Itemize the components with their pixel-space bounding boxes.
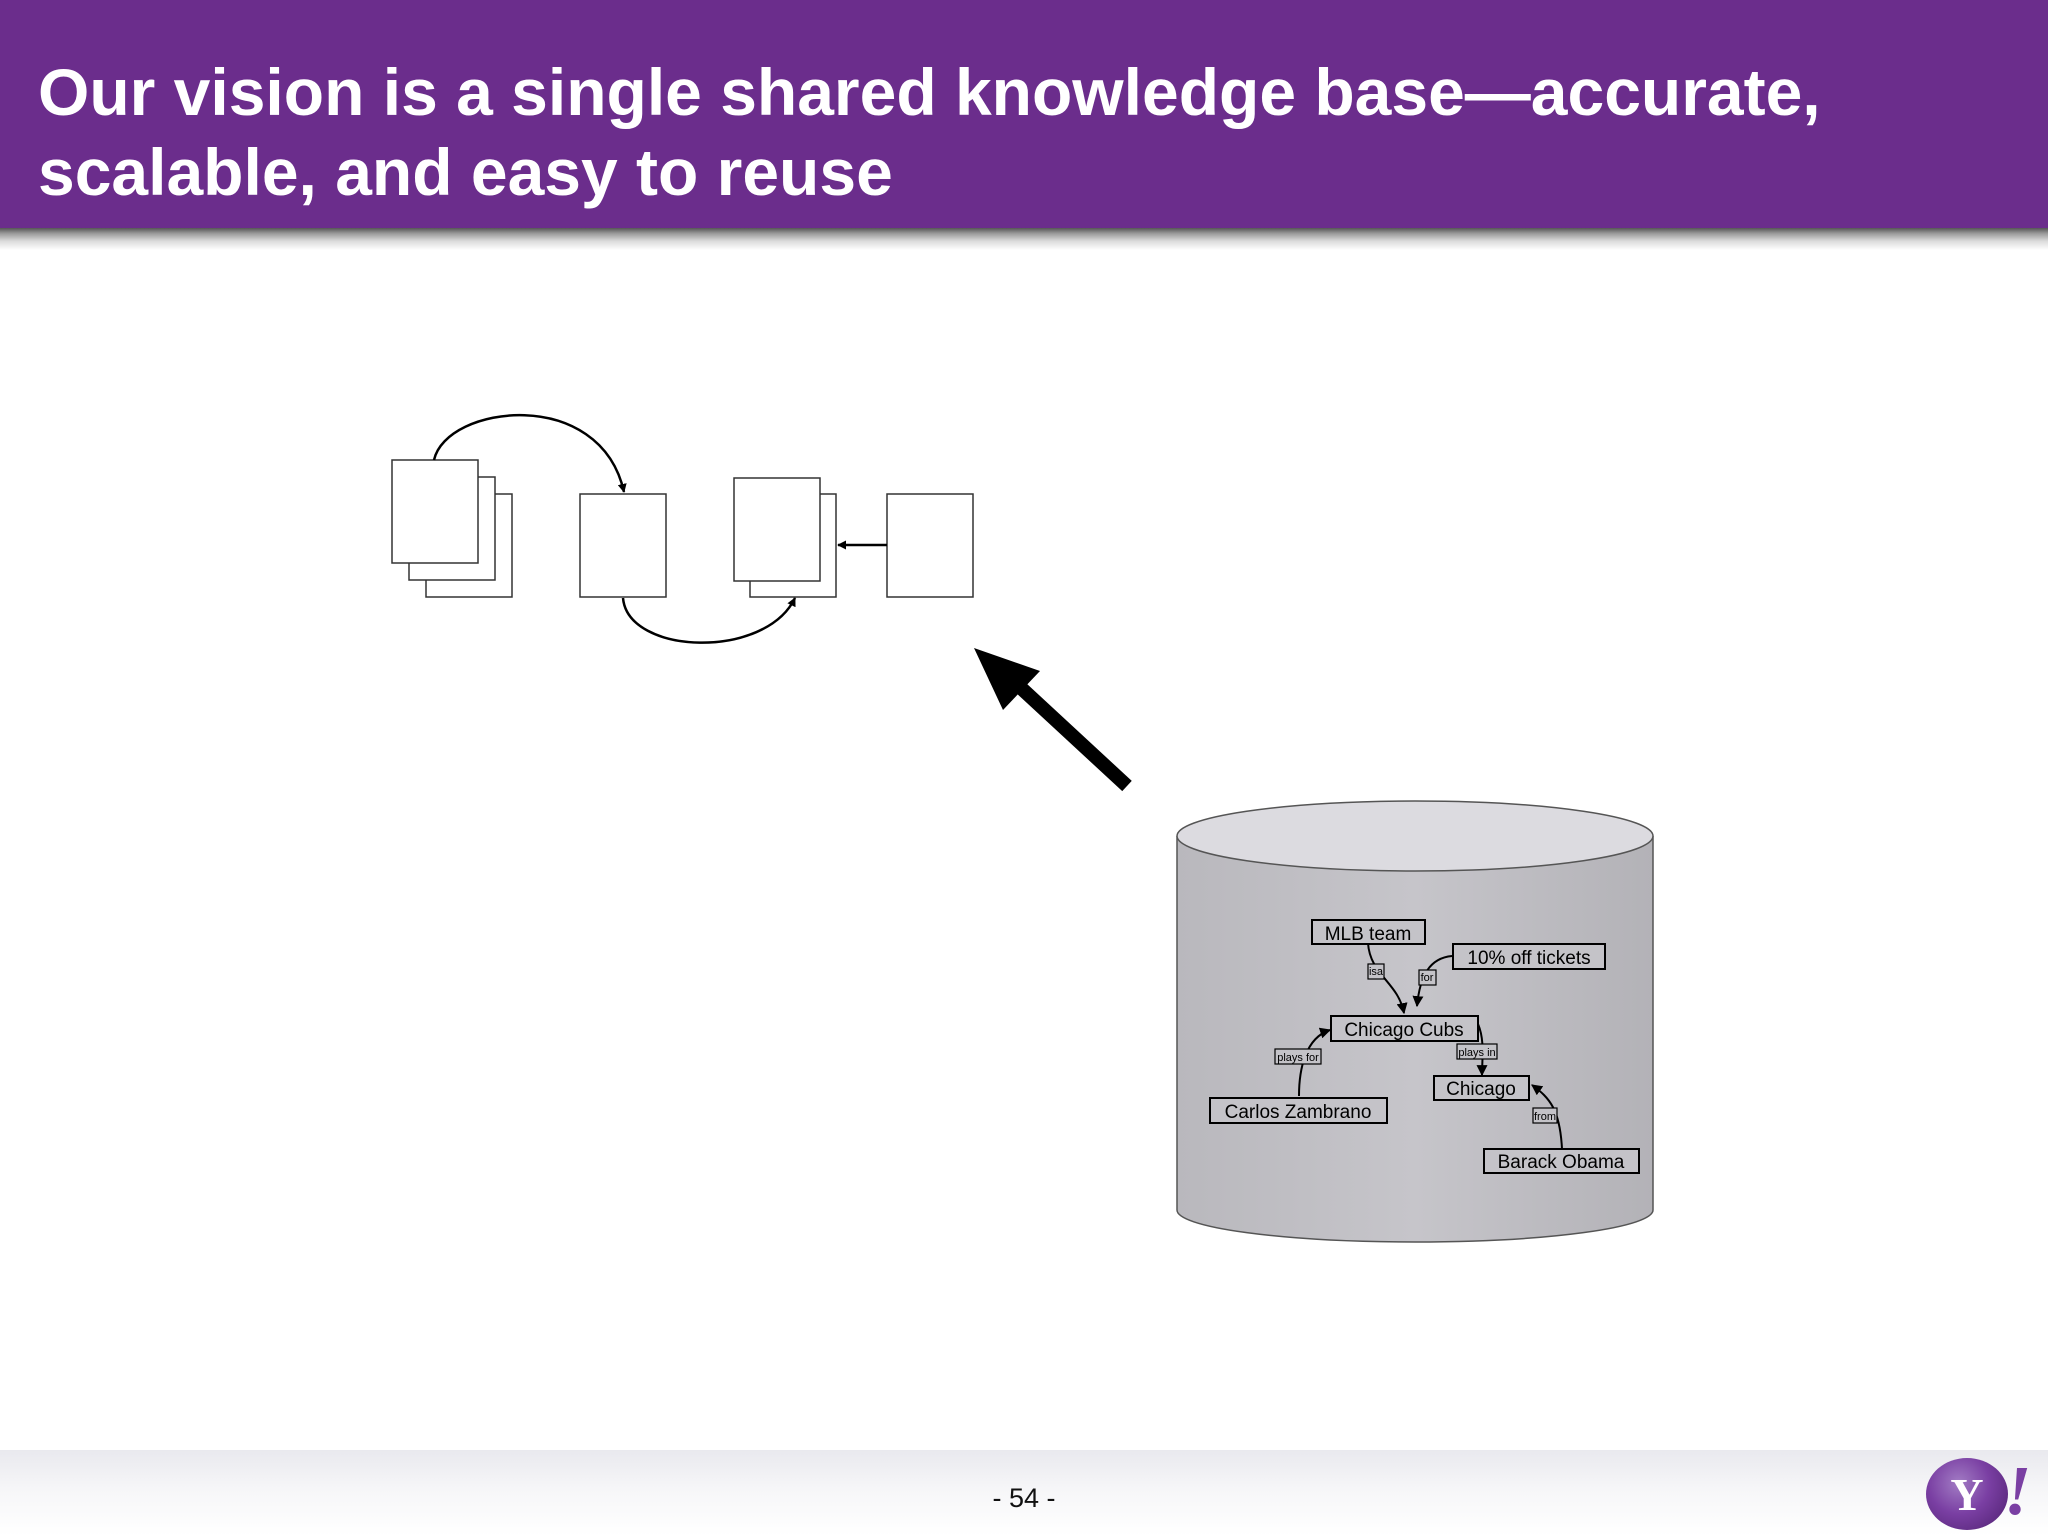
edge-label-plays-in-text: plays in xyxy=(1458,1047,1495,1059)
footer-bar xyxy=(0,1450,2048,1536)
document-single xyxy=(579,493,667,598)
document-target xyxy=(886,493,974,598)
document-page xyxy=(733,477,821,582)
big-arrow xyxy=(974,648,1132,792)
edge-label-for-text: for xyxy=(1421,972,1434,984)
big-arrow-shaft xyxy=(1002,669,1132,792)
node-label: Barack Obama xyxy=(1498,1152,1625,1173)
big-arrow-head xyxy=(974,648,1040,710)
node-label: MLB team xyxy=(1325,924,1412,945)
document-page xyxy=(391,459,479,564)
document-flow xyxy=(391,414,974,644)
node-label: Chicago Cubs xyxy=(1344,1020,1463,1041)
yahoo-logo-letters: Y xyxy=(1926,1458,2008,1530)
node-label: 10% off tickets xyxy=(1467,948,1590,969)
node-chicago: Chicago xyxy=(1433,1075,1530,1101)
knowledge-graph: isa for plays for plays in from MLB t xyxy=(1209,919,1640,1174)
node-carlos-zambrano: Carlos Zambrano xyxy=(1209,1097,1388,1124)
node-mlb-team: MLB team xyxy=(1311,919,1426,945)
edge-label-plays-for: plays for xyxy=(1274,1048,1322,1065)
arc-arrow-top xyxy=(432,414,627,493)
node-10-off-tickets: 10% off tickets xyxy=(1452,943,1606,970)
node-chicago-cubs: Chicago Cubs xyxy=(1330,1015,1479,1042)
node-label: Carlos Zambrano xyxy=(1225,1102,1372,1123)
edge-label-for: for xyxy=(1418,969,1437,986)
edge-label-isa: isa xyxy=(1367,963,1385,980)
edge-label-from-text: from xyxy=(1534,1111,1556,1123)
arc-arrow-bottom xyxy=(621,597,797,644)
edge-label-from: from xyxy=(1532,1107,1558,1124)
title-bar xyxy=(0,0,2048,228)
title-bar-shadow xyxy=(0,228,2048,250)
document-stack-right xyxy=(733,477,837,598)
node-label: Chicago xyxy=(1446,1079,1516,1100)
page-number: - 54 - xyxy=(992,1483,1056,1513)
yahoo-logo-bang: ! xyxy=(2004,1453,2032,1530)
slide-title: Our vision is a single shared knowledge … xyxy=(38,55,1821,209)
cylinder-top xyxy=(1176,800,1654,872)
document-stack-left xyxy=(391,459,513,598)
node-barack-obama: Barack Obama xyxy=(1483,1148,1640,1174)
edge-from xyxy=(1531,1084,1563,1150)
edge-label-plays-in: plays in xyxy=(1456,1043,1498,1060)
yahoo-logo: Y ! xyxy=(1918,1453,2031,1534)
edge-label-plays-for-text: plays for xyxy=(1277,1052,1319,1064)
edge-label-isa-text: isa xyxy=(1369,966,1384,978)
